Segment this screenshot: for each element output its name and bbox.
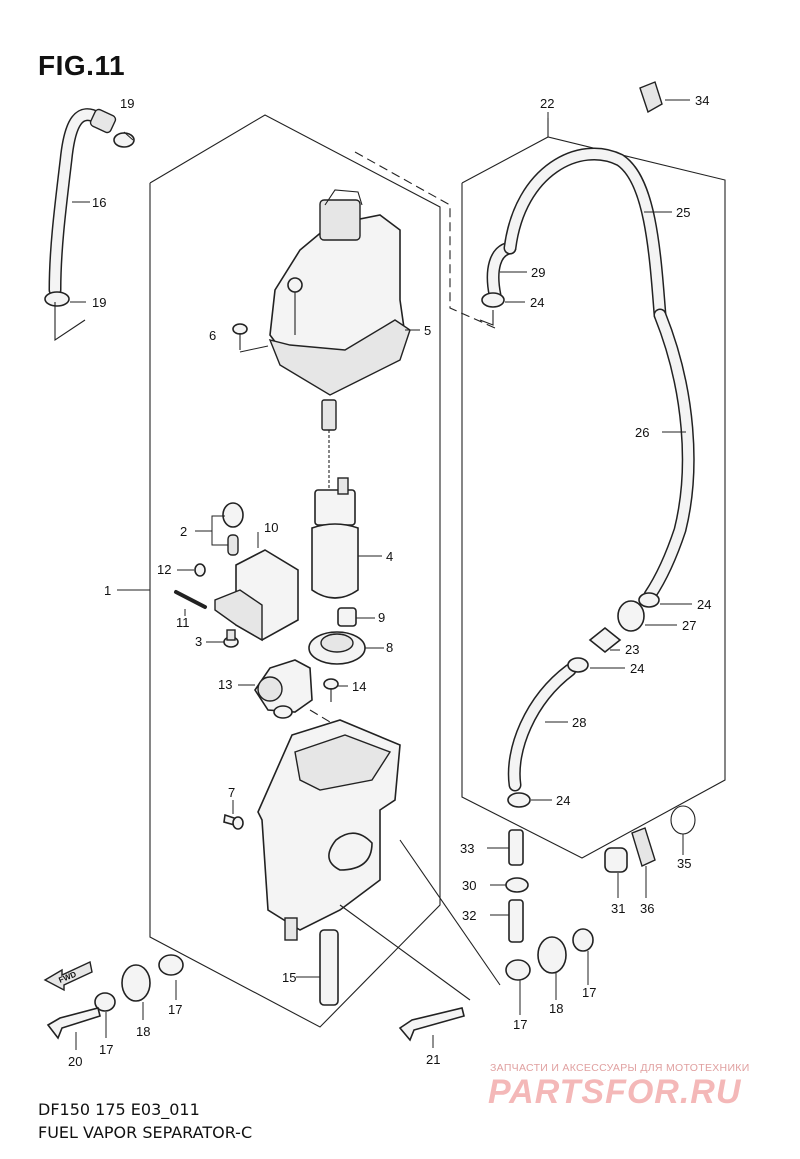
- label-29: 29: [531, 265, 545, 280]
- label-4: 4: [386, 549, 393, 564]
- label-6: 6: [209, 328, 216, 343]
- lower-left-fittings: [46, 954, 184, 1040]
- hose-assembly-frame: [461, 118, 726, 859]
- label-19b: 19: [92, 295, 106, 310]
- label-33: 33: [460, 841, 474, 856]
- label-13: 13: [218, 677, 232, 692]
- label-9: 9: [378, 610, 385, 625]
- label-5: 5: [424, 323, 431, 338]
- label-23: 23: [625, 642, 639, 657]
- label-17a: 17: [168, 1002, 182, 1017]
- label-31: 31: [611, 901, 625, 916]
- label-16: 16: [92, 195, 106, 210]
- model-code: DF150 175 E03_011: [38, 1100, 200, 1119]
- small-bolt-12: [194, 563, 206, 577]
- label-22: 22: [540, 96, 554, 111]
- clamps-24: [479, 292, 660, 808]
- watermark-logo: PARTSFOR.RU: [488, 1073, 742, 1111]
- leader-lines: [70, 99, 692, 1050]
- label-8: 8: [386, 640, 393, 655]
- label-24a: 24: [530, 295, 544, 310]
- label-24b: 24: [697, 597, 711, 612]
- label-15: 15: [282, 970, 296, 985]
- separator-tank: [257, 719, 401, 941]
- label-21: 21: [426, 1052, 440, 1067]
- screw-6: [232, 323, 269, 353]
- label-36: 36: [640, 901, 654, 916]
- vent-hose-16: [44, 108, 135, 342]
- label-18b: 18: [549, 1001, 563, 1016]
- label-7: 7: [228, 785, 235, 800]
- label-3: 3: [195, 634, 202, 649]
- label-27: 27: [682, 618, 696, 633]
- separator-cover-5: [268, 189, 411, 396]
- label-28: 28: [572, 715, 586, 730]
- figure-title: FIG.11: [38, 50, 126, 81]
- bolt-3: [223, 629, 239, 648]
- dash-link-14: [309, 709, 331, 723]
- check-valve-23: [588, 626, 622, 654]
- diagram-caption: FUEL VAPOR SEPARATOR-C: [38, 1123, 253, 1142]
- watermark-tagline: ЗАПЧАСТИ И АКСЕССУАРЫ ДЛЯ МОТОТЕХНИКИ: [490, 1062, 750, 1074]
- link-line-a: [399, 839, 501, 986]
- bolt-7: [223, 813, 244, 830]
- pin-11: [174, 590, 207, 609]
- label-34: 34: [695, 93, 709, 108]
- label-19a: 19: [120, 96, 134, 111]
- lower-right-fittings: [505, 928, 594, 981]
- label-12: 12: [157, 562, 171, 577]
- label-20: 20: [68, 1054, 82, 1069]
- label-24d: 24: [556, 793, 570, 808]
- fuel-pump-4: [311, 399, 359, 599]
- label-17c: 17: [513, 1017, 527, 1032]
- clip-34: [639, 81, 663, 114]
- pump-holder-8: [308, 631, 366, 665]
- label-26: 26: [635, 425, 649, 440]
- bolt-21: [398, 1007, 465, 1042]
- hose-25: [486, 147, 667, 322]
- label-32: 32: [462, 908, 476, 923]
- fwd-arrow: [43, 960, 93, 992]
- label-17d: 17: [582, 985, 596, 1000]
- label-18a: 18: [136, 1024, 150, 1039]
- label-24c: 24: [630, 661, 644, 676]
- link-line-b: [339, 904, 471, 1001]
- lower-right-parts: [505, 805, 696, 943]
- label-35: 35: [677, 856, 691, 871]
- main-assembly-frame: [149, 114, 496, 1028]
- hose-26: [643, 308, 695, 602]
- label-17b: 17: [99, 1042, 113, 1057]
- hose-28: [507, 663, 577, 792]
- grommet-2: [222, 502, 244, 556]
- grommet-9: [337, 607, 357, 627]
- bracket-10: [214, 549, 299, 642]
- filter-27: [617, 600, 645, 632]
- label-2: 2: [180, 524, 187, 539]
- pressure-regulator-13: [254, 659, 313, 719]
- screw-14: [323, 678, 339, 702]
- hose-15: [319, 929, 339, 1006]
- label-30: 30: [462, 878, 476, 893]
- label-14: 14: [352, 679, 366, 694]
- label-11: 11: [176, 615, 190, 630]
- label-10: 10: [264, 520, 278, 535]
- label-1: 1: [104, 583, 111, 598]
- label-25: 25: [676, 205, 690, 220]
